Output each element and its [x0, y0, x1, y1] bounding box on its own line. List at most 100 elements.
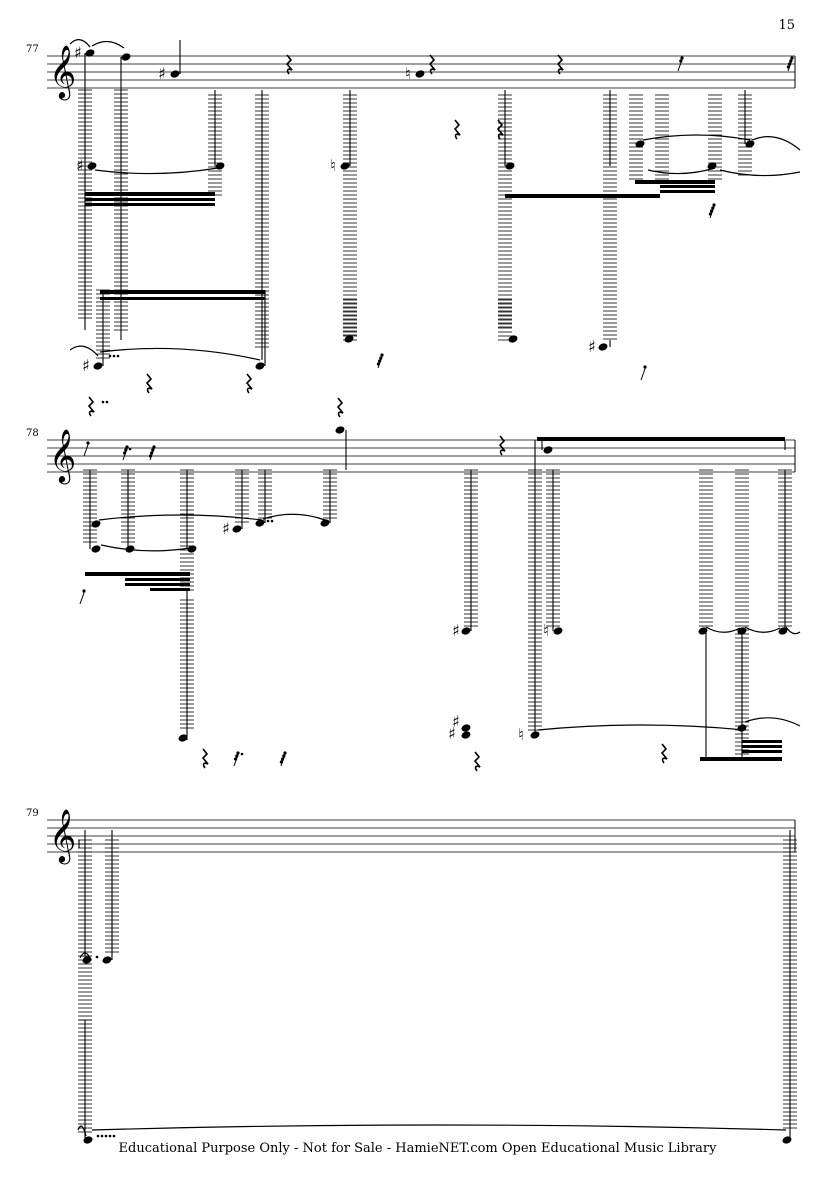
quarter-rest-icon — [496, 119, 504, 140]
treble-clef-icon: 𝄞 — [49, 44, 76, 100]
sharp-icon: ♯ — [74, 43, 82, 62]
beam — [660, 190, 715, 193]
rest-flag — [786, 65, 791, 69]
tie — [99, 347, 261, 361]
beam — [742, 740, 782, 743]
short-rest-icon — [640, 365, 647, 381]
sharp-icon: ♯ — [452, 621, 460, 640]
measure-number-78: 78 — [26, 428, 39, 439]
notehead — [543, 446, 553, 454]
ledger-lines — [180, 599, 194, 729]
tie — [744, 626, 781, 633]
notehead — [187, 545, 197, 553]
notehead — [505, 162, 515, 170]
sharp-icon: ♯ — [158, 64, 166, 83]
beam — [742, 750, 782, 753]
beam — [125, 583, 190, 586]
treble-clef-icon: 𝄞 — [49, 428, 76, 484]
notehead — [91, 520, 101, 528]
ledger-lines — [96, 289, 110, 359]
ledger-lines — [255, 94, 269, 348]
short-rest-icon — [708, 203, 716, 219]
notehead — [737, 724, 747, 732]
notehead — [215, 162, 225, 170]
beam — [85, 192, 215, 196]
rest-flag — [679, 59, 683, 63]
augmentation-dot — [112, 354, 116, 358]
short-rest-icon — [83, 441, 90, 457]
notehead — [782, 1136, 792, 1144]
short-rest-icon — [279, 751, 287, 767]
beam — [85, 203, 215, 206]
measure-number-79: 79 — [26, 808, 39, 819]
treble-clef-icon: 𝄞 — [49, 808, 76, 864]
tie — [537, 724, 746, 731]
notehead — [745, 140, 755, 148]
tie — [744, 717, 801, 727]
tie — [100, 544, 191, 552]
tie — [77, 1125, 87, 1137]
quarter-rest-icon — [87, 396, 95, 417]
ledger-lines — [708, 94, 722, 180]
rest-flag — [151, 448, 155, 452]
rest-flag — [152, 445, 156, 449]
tie — [69, 345, 99, 357]
ledger-lines — [528, 469, 542, 731]
notehead — [93, 362, 103, 370]
rest-flag — [82, 589, 86, 593]
tie — [705, 626, 741, 633]
notehead — [91, 545, 101, 553]
ledger-lines — [735, 469, 749, 759]
notehead — [232, 525, 242, 533]
short-rest-icon — [148, 445, 156, 461]
quarter-rest-icon — [201, 748, 209, 769]
ledger-lines — [655, 94, 669, 180]
notehead — [85, 49, 95, 57]
rest-flag — [236, 751, 240, 755]
sharp-icon: ♯ — [448, 724, 456, 743]
quarter-rest-icon — [428, 54, 436, 75]
augmentation-dot — [105, 400, 109, 404]
ledger-lines — [498, 94, 512, 328]
notehead — [102, 956, 112, 964]
tie — [751, 136, 801, 151]
notehead — [635, 140, 645, 148]
beam — [700, 757, 782, 761]
quarter-rest-icon — [660, 743, 668, 764]
rest-flag — [281, 757, 285, 761]
ledger-lines — [778, 469, 792, 627]
ledger-lines — [546, 469, 560, 627]
rest-flag — [123, 451, 127, 455]
tie — [785, 626, 801, 635]
beam — [125, 578, 190, 581]
natural-icon: ♮ — [330, 156, 336, 175]
notehead — [170, 70, 180, 78]
rest-flag — [712, 203, 716, 207]
rest-flag — [710, 209, 714, 213]
ledger-lines — [78, 839, 92, 1021]
beam — [85, 572, 190, 576]
notehead — [344, 335, 354, 343]
ledger-lines — [343, 94, 357, 336]
tie — [642, 134, 751, 141]
augmentation-dot — [108, 354, 112, 358]
tie — [91, 1124, 787, 1131]
tie — [647, 167, 716, 175]
notehead — [87, 162, 97, 170]
quarter-rest-icon — [453, 119, 461, 140]
notehead — [553, 627, 563, 635]
notehead — [178, 734, 188, 742]
rest-flag — [708, 212, 713, 216]
natural-icon: ♮ — [543, 621, 549, 640]
quarter-rest-icon — [336, 397, 344, 418]
rest-flag — [125, 445, 129, 449]
notehead — [508, 335, 518, 343]
notehead — [737, 627, 747, 635]
rest-flag — [376, 362, 380, 366]
staves — [47, 55, 796, 853]
ledger-lines — [78, 1019, 92, 1133]
quarter-rest-icon — [498, 435, 506, 456]
ledger-lines — [464, 469, 478, 627]
ledger-lines — [699, 469, 713, 627]
rest-flag — [711, 206, 715, 210]
